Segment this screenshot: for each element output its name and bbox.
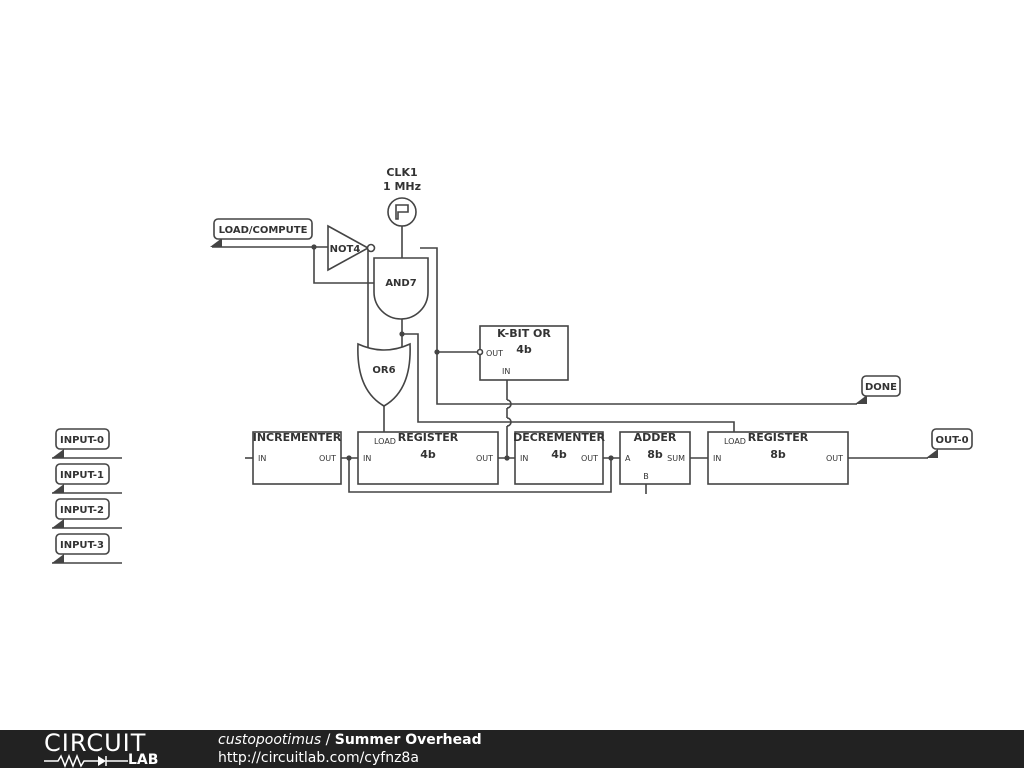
incrementer-in-pin: IN (258, 454, 266, 463)
clock-frequency: 1 MHz (383, 180, 421, 193)
out0-label[interactable]: OUT-0 (926, 428, 973, 458)
register-4b-in-pin: IN (363, 454, 371, 463)
register-4b-load-pin: LOAD (374, 437, 396, 446)
resistor-diode-icon (44, 754, 128, 768)
incrementer-title: INCREMENTER (253, 431, 342, 444)
decrementer-out-pin: OUT (581, 454, 598, 463)
wires (52, 226, 928, 564)
adder-sum-pin: SUM (667, 454, 685, 463)
or-gate-label: OR6 (372, 365, 395, 376)
circuit-title[interactable]: Summer Overhead (334, 732, 482, 748)
incrementer-out-pin: OUT (319, 454, 336, 463)
junctions (311, 244, 614, 461)
and-gate-label: AND7 (385, 278, 416, 289)
input-2-text: INPUT-2 (60, 505, 104, 516)
logo-lab-text: LAB (128, 752, 159, 768)
kbit-or-width: 4b (516, 343, 532, 356)
register-8b-title: REGISTER (748, 431, 809, 444)
adder-b-pin: B (643, 472, 649, 481)
input-1-text: INPUT-1 (60, 470, 104, 481)
incrementer-block[interactable]: INCREMENTER IN OUT (252, 431, 342, 485)
input-0-label[interactable]: INPUT-0 (52, 428, 110, 458)
clock-name: CLK1 (386, 166, 417, 179)
not-gate-label: NOT4 (330, 244, 361, 255)
adder-title: ADDER (634, 431, 677, 444)
input-3-label[interactable]: INPUT-3 (52, 533, 110, 563)
register-8b-width: 8b (770, 448, 786, 461)
circuitlab-logo[interactable]: CIRCUIT LAB (44, 730, 184, 768)
register-8b-load-pin: LOAD (724, 437, 746, 446)
kbit-or-title: K-BIT OR (497, 327, 551, 340)
adder-block[interactable]: ADDER 8b A SUM B (619, 431, 691, 485)
register-4b-block[interactable]: REGISTER 4b LOAD IN OUT (357, 431, 499, 485)
clock-source[interactable]: CLK1 1 MHz (383, 166, 421, 227)
or-gate[interactable]: OR6 (357, 342, 411, 407)
load-compute-label[interactable]: LOAD/COMPUTE (210, 218, 313, 247)
not-gate[interactable]: NOT4 (327, 224, 376, 272)
decrementer-title: DECREMENTER (513, 431, 605, 444)
credit-separator: / (321, 732, 335, 748)
done-label[interactable]: DONE (855, 375, 901, 404)
register-8b-block[interactable]: REGISTER 8b LOAD IN OUT (707, 431, 849, 485)
logo-circuit-text: CIRCUIT (44, 729, 147, 757)
circuit-credit: custopootimus / Summer Overhead (218, 731, 482, 749)
footer-bar: CIRCUIT LAB custopootimus / Summer Overh… (0, 730, 1024, 768)
kbit-or-out-pin: OUT (486, 349, 503, 358)
input-3-text: INPUT-3 (60, 540, 104, 551)
done-text: DONE (865, 382, 897, 393)
adder-a-pin: A (625, 454, 631, 463)
decrementer-block[interactable]: DECREMENTER 4b IN OUT (513, 431, 605, 485)
register-8b-in-pin: IN (713, 454, 721, 463)
kbit-or-in-pin: IN (502, 367, 510, 376)
decrementer-width: 4b (551, 448, 567, 461)
and-gate[interactable]: AND7 (373, 257, 429, 320)
input-0-text: INPUT-0 (60, 435, 104, 446)
register-4b-out-pin: OUT (476, 454, 493, 463)
author-link[interactable]: custopootimus (218, 732, 322, 748)
out0-text: OUT-0 (935, 435, 968, 446)
load-compute-text: LOAD/COMPUTE (219, 225, 308, 236)
register-4b-width: 4b (420, 448, 436, 461)
adder-width: 8b (647, 448, 663, 461)
register-4b-title: REGISTER (398, 431, 459, 444)
input-1-label[interactable]: INPUT-1 (52, 463, 110, 493)
decrementer-in-pin: IN (520, 454, 528, 463)
circuit-url[interactable]: http://circuitlab.com/cyfnz8a (218, 750, 419, 766)
input-2-label[interactable]: INPUT-2 (52, 498, 110, 528)
kbit-or-block[interactable]: K-BIT OR 4b OUT IN (476, 325, 569, 381)
register-8b-out-pin: OUT (826, 454, 843, 463)
